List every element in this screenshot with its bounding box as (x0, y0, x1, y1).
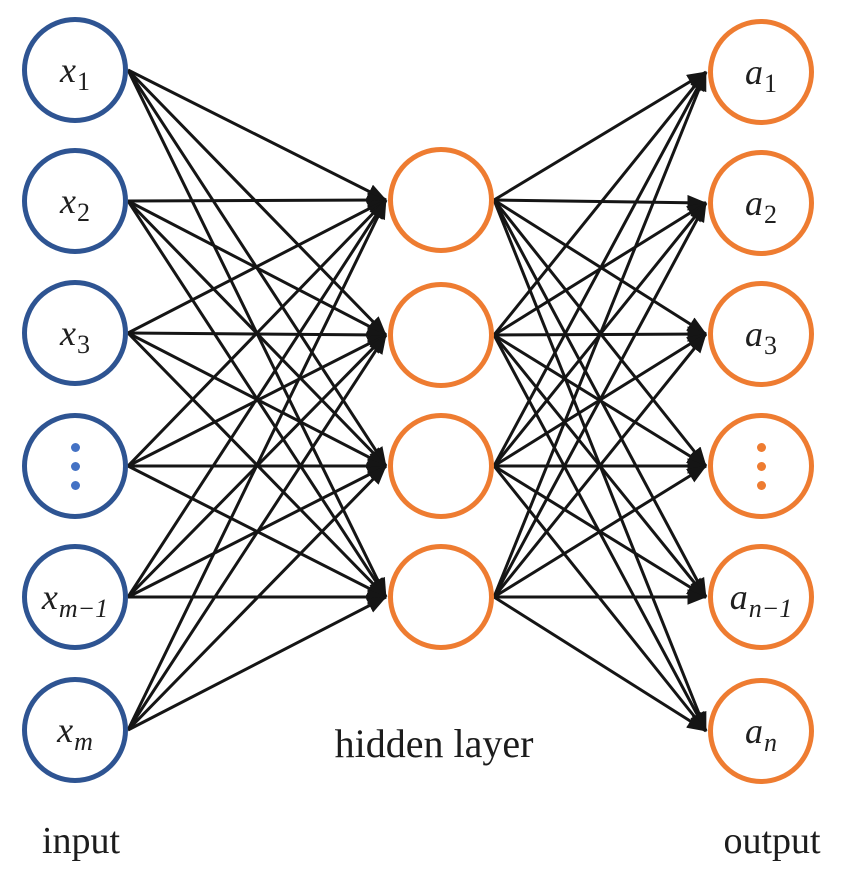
output-node-a2: a2 (708, 150, 814, 256)
node-label: xm−1 (41, 577, 109, 624)
input-node-x1: x1 (22, 17, 128, 123)
input-node-x2: x2 (22, 148, 128, 254)
input-node-xm−1: xm−1 (22, 544, 128, 650)
edge-input6-hidden4 (127, 595, 387, 732)
edge-input4-hidden1 (126, 198, 388, 468)
node-label: x3 (60, 313, 90, 360)
output-node-a3: a3 (708, 281, 814, 387)
edge-hidden2-output1 (492, 71, 708, 336)
hidden-node-4 (388, 544, 494, 650)
edge-input2-hidden1 (127, 192, 387, 208)
node-label: an (745, 711, 777, 758)
node-label: a3 (745, 314, 777, 361)
edge-hidden4-output1 (492, 71, 708, 598)
edge-hidden4-output2 (492, 202, 708, 598)
node-label: x1 (60, 50, 90, 97)
hidden-node-1 (388, 147, 494, 253)
output-node-an−1: an−1 (708, 544, 814, 650)
edge-hidden4-output3 (492, 333, 708, 598)
input-node-x3: x3 (22, 280, 128, 386)
node-label: a1 (745, 52, 777, 99)
input-layer-caption: input (41, 820, 121, 862)
input-node-ellipsis (22, 413, 128, 519)
hidden-node-2 (388, 282, 494, 388)
edge-hidden1-output1 (493, 70, 707, 202)
output-node-ellipsis (708, 413, 814, 519)
hidden-layer-caption: hidden layer (334, 721, 534, 766)
edge-input6-hidden3 (126, 464, 388, 732)
edge-input6-hidden1 (126, 199, 388, 731)
node-label: a2 (745, 183, 777, 230)
edge-input1-hidden2 (126, 68, 388, 337)
output-node-an: an (708, 678, 814, 784)
node-label: an−1 (729, 577, 793, 624)
vertical-ellipsis-icon (756, 442, 766, 490)
edge-input6-hidden2 (126, 334, 388, 731)
vertical-ellipsis-icon (70, 442, 80, 490)
edge-input5-hidden1 (126, 199, 388, 598)
output-node-a1: a1 (708, 19, 814, 125)
edge-hidden3-output1 (492, 71, 708, 467)
edge-hidden4-output4 (493, 464, 707, 599)
node-label: x2 (60, 181, 90, 228)
hidden-node-3 (388, 413, 494, 519)
edge-input1-hidden1 (127, 68, 387, 202)
edge-input3-hidden1 (127, 198, 387, 335)
node-label: xm (57, 710, 93, 757)
output-layer-caption: output (723, 820, 821, 862)
input-node-xm: xm (22, 677, 128, 783)
edge-hidden4-output6 (493, 595, 707, 733)
